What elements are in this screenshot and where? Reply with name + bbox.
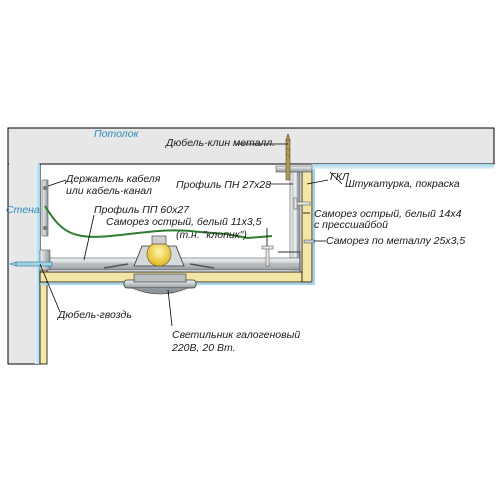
label-dowel-nail: Дюбель-гвоздь	[57, 309, 132, 321]
screw-metal	[303, 239, 315, 244]
leader-cable-holder	[47, 179, 67, 187]
profile-pn-top	[275, 165, 313, 173]
dowel-nail	[9, 261, 53, 267]
label-cable-holder-2: или кабель-канал	[66, 185, 152, 197]
screw-washer	[293, 197, 311, 210]
halogen-lamp	[103, 235, 215, 295]
leader-profile-pp	[83, 214, 95, 261]
label-wedge-anchor: Дюбель-клин металл.	[165, 137, 275, 149]
label-profile-pp: Профиль ПП 60x27	[94, 204, 190, 216]
label-ceiling: Потолок	[94, 128, 139, 140]
label-cable-holder: Держатель кабеля	[65, 173, 161, 185]
leader-dowel-nail	[39, 263, 61, 313]
cable	[44, 205, 273, 240]
label-screw-white: Саморез острый, белый 11x3,5	[106, 216, 262, 228]
label-wall: Стена	[6, 204, 40, 216]
plaster-layer-ceiling	[312, 164, 494, 169]
drop-gkl	[301, 169, 313, 283]
label-profile-pn: Профиль ПН 27x28	[176, 179, 271, 191]
label-lamp-2: 220В, 20 Вт.	[171, 342, 236, 354]
leader-plaster	[329, 171, 343, 185]
label-gkl: ГКЛ	[330, 171, 350, 183]
screw-white-small	[261, 245, 274, 267]
label-screw-washer: Саморез острый, белый 14x4	[314, 208, 462, 220]
cable-holder	[41, 179, 49, 237]
label-screw-metal: Саморез по металлу 25x3,5	[326, 235, 465, 247]
label-lamp: Светильник галогеновый	[172, 329, 300, 341]
label-screw-washer-2: с прессшайбой	[314, 219, 388, 231]
ceiling-slab	[7, 127, 495, 165]
wedge-anchor	[285, 133, 291, 181]
profile-pn-wall	[39, 249, 51, 271]
leader-lamp	[167, 289, 173, 327]
label-plaster: Штукатурка, покраска	[345, 178, 460, 190]
label-screw-white-2: (т.н. "клопик")	[176, 229, 247, 241]
leader-gkl	[306, 179, 329, 185]
